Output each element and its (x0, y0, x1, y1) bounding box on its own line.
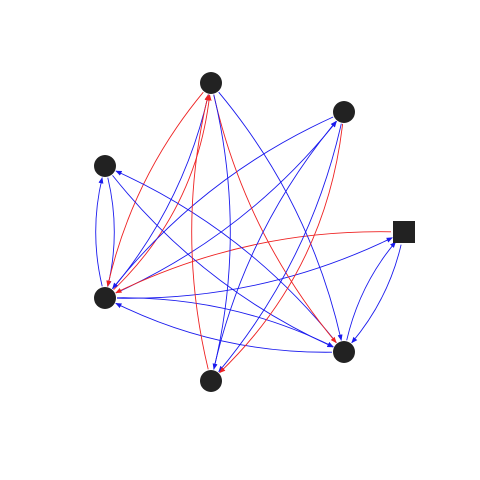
edge-right-square-to-lower-right (351, 244, 402, 344)
edge-upper-right-to-bottom (218, 123, 342, 373)
edge-bottom-to-upper-right (213, 120, 337, 370)
edge-bottom-to-top (191, 94, 210, 370)
edge-lower-right-to-left-lower (115, 302, 333, 353)
node-lower-right (333, 341, 355, 363)
edge-lower-right-to-right-square (346, 241, 397, 341)
edge-top-to-bottom (212, 94, 231, 370)
edge-upper-right-to-bottom (219, 123, 344, 374)
edge-left-lower-to-top (112, 94, 210, 290)
edges-layer (95, 91, 402, 374)
node-left-upper (94, 155, 116, 177)
edge-left-upper-to-lower-right (112, 175, 334, 348)
edge-left-upper-to-left-lower (106, 177, 115, 287)
edge-upper-right-to-left-lower (112, 116, 334, 290)
edge-top-to-left-lower (106, 91, 204, 287)
edge-top-to-lower-right (213, 94, 337, 344)
node-upper-right (333, 101, 355, 123)
edge-left-lower-to-lower-right (116, 297, 334, 348)
edge-lower-right-to-left-upper (115, 170, 337, 343)
edge-left-lower-to-left-upper (95, 177, 104, 287)
node-left-lower (94, 287, 116, 309)
edge-top-to-lower-right (218, 91, 343, 341)
edge-left-lower-to-upper-right (115, 120, 337, 294)
edge-right-square-to-left-lower (115, 231, 392, 294)
edge-left-lower-to-right-square (116, 237, 393, 299)
node-bottom (200, 370, 222, 392)
node-top (200, 72, 222, 94)
edge-left-lower-to-top (113, 94, 212, 291)
nodes-layer (94, 72, 415, 392)
node-right-square (393, 221, 415, 243)
